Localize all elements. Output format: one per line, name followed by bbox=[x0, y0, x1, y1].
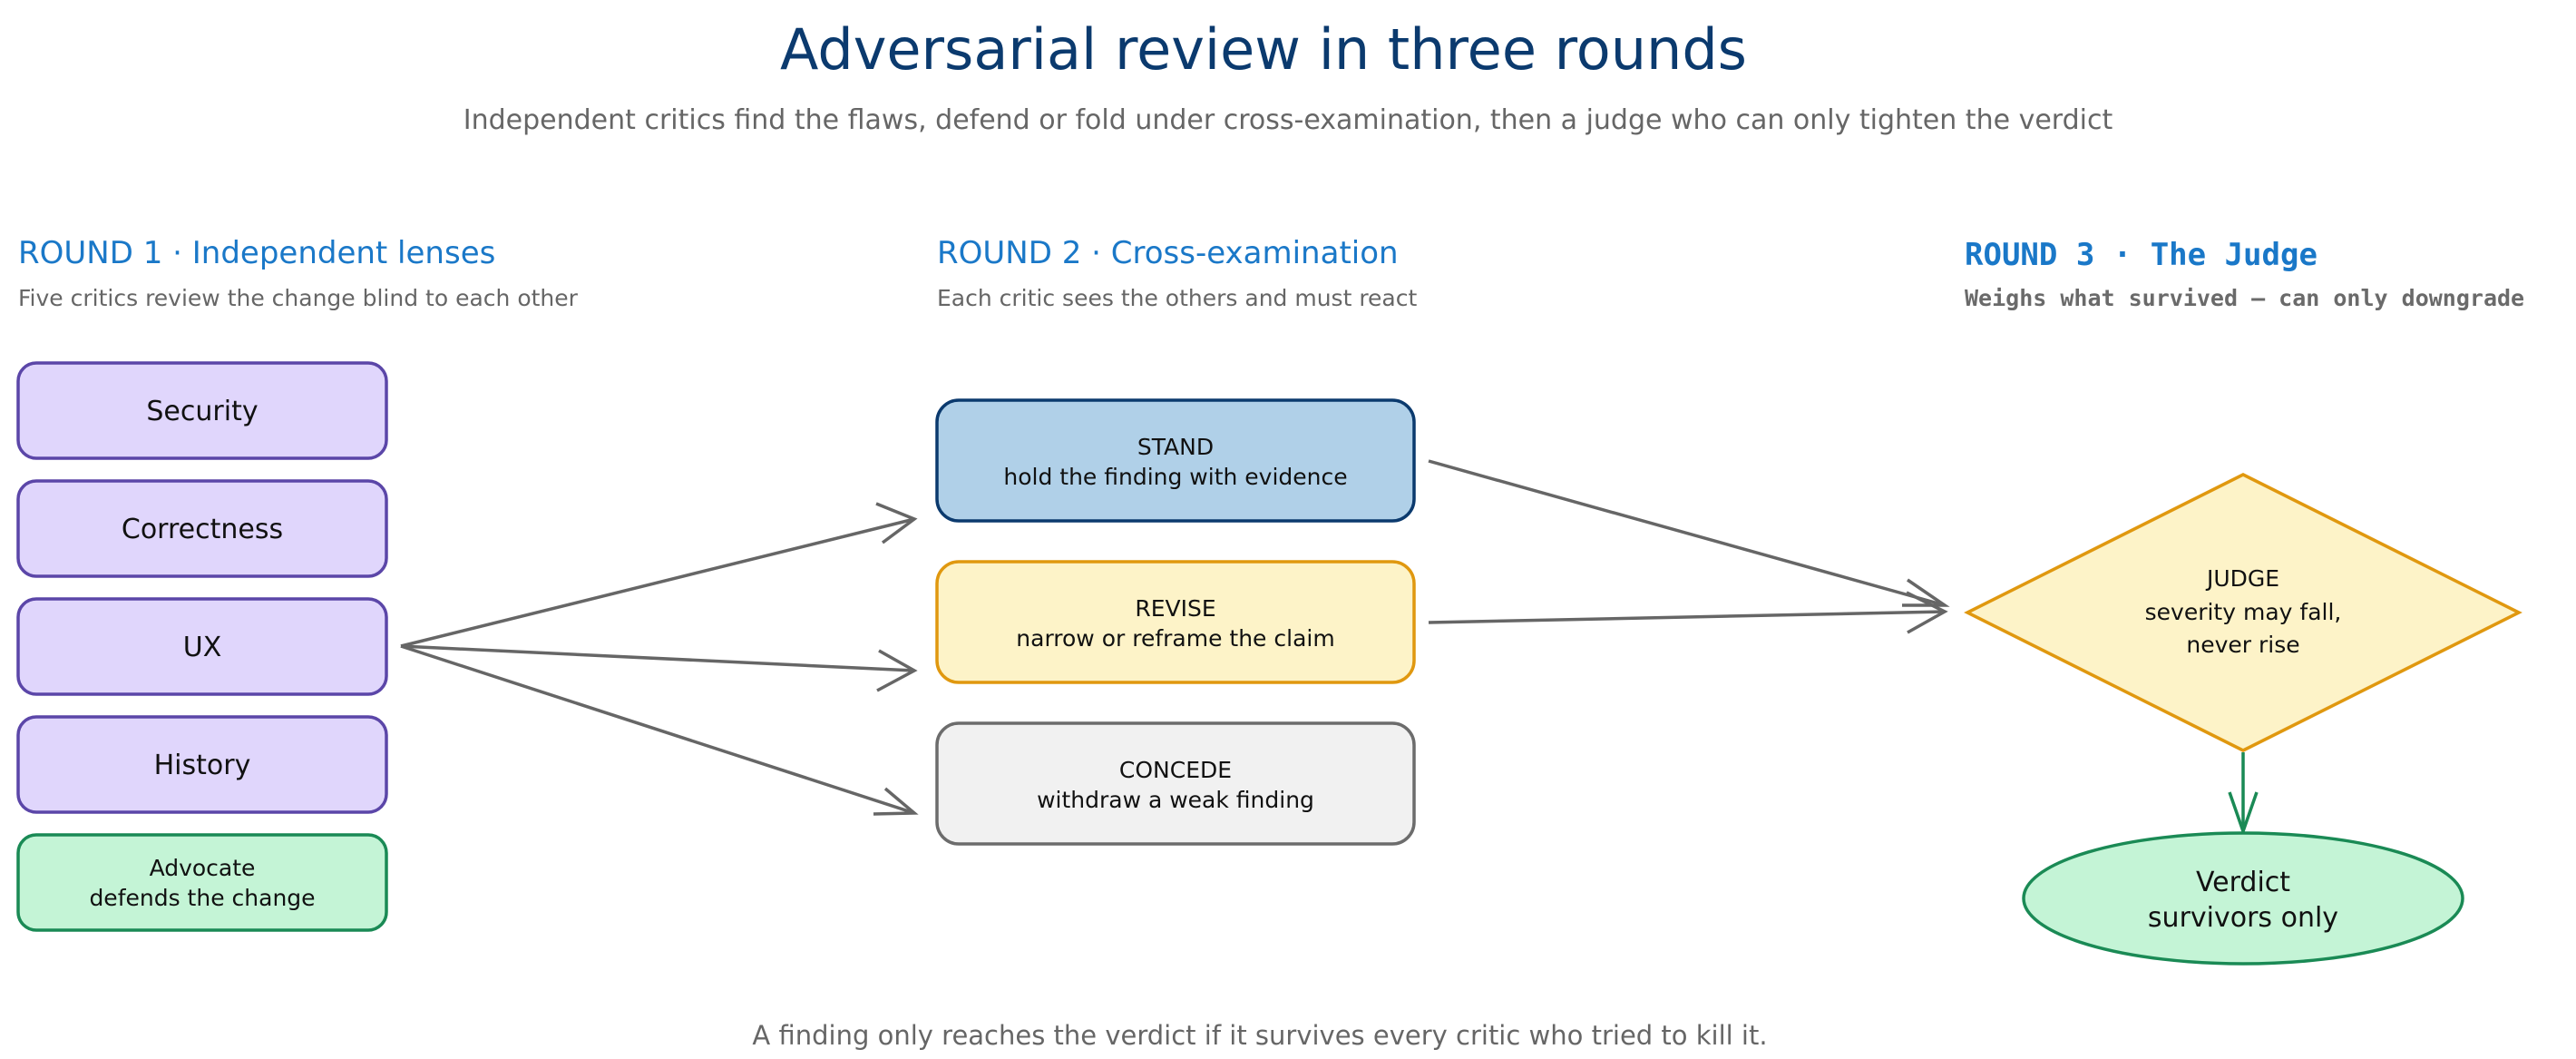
judge-sublabel-1: severity may fall, bbox=[2145, 599, 2342, 625]
stand-box bbox=[935, 398, 1416, 523]
revise-box bbox=[935, 560, 1416, 684]
critic-ux-box bbox=[16, 597, 388, 696]
critic-correctness: Correctness bbox=[16, 479, 388, 578]
critic-history-box bbox=[16, 715, 388, 814]
judge-diamond bbox=[1964, 473, 2522, 752]
connector-revise-to-judge bbox=[1428, 591, 1948, 634]
round-1-heading: ROUND 1 · Independent lenses bbox=[18, 235, 495, 271]
round-2-header: ROUND 2 · Cross-examination Each critic … bbox=[937, 235, 1417, 311]
connector-ux-to-concede bbox=[400, 644, 919, 816]
judge-label: JUDGE bbox=[2205, 565, 2279, 592]
critic-history-label: History bbox=[154, 750, 251, 781]
critic-history: History bbox=[16, 715, 388, 814]
verdict: Verdict survivors only bbox=[2022, 831, 2464, 966]
critic-security: Security bbox=[16, 361, 388, 460]
critic-security-label: Security bbox=[146, 396, 258, 427]
concede-label: CONCEDE bbox=[1119, 757, 1232, 783]
verdict-label: Verdict bbox=[2196, 867, 2290, 898]
round-1-header: ROUND 1 · Independent lenses Five critic… bbox=[18, 235, 579, 311]
stand-label: STAND bbox=[1137, 434, 1214, 460]
advocate: Advocate defends the change bbox=[16, 833, 388, 932]
round-3-heading: ROUND 3 · The Judge bbox=[1965, 237, 2317, 273]
response-revise: REVISE narrow or reframe the claim bbox=[935, 560, 1416, 684]
round-2-description: Each critic sees the others and must rea… bbox=[937, 285, 1417, 311]
round-3-header: ROUND 3 · The Judge Weighs what survived… bbox=[1965, 237, 2524, 311]
judge-sublabel-2: never rise bbox=[2186, 632, 2299, 658]
judge: JUDGE severity may fall, never rise bbox=[1964, 473, 2522, 752]
round-2-heading: ROUND 2 · Cross-examination bbox=[937, 235, 1399, 271]
connector-judge-to-verdict bbox=[2228, 752, 2259, 837]
connector-ux-to-stand bbox=[400, 502, 918, 648]
response-stand: STAND hold the finding with evidence bbox=[935, 398, 1416, 523]
response-concede: CONCEDE withdraw a weak finding bbox=[935, 721, 1416, 846]
stand-sublabel: hold the finding with evidence bbox=[1003, 464, 1347, 490]
verdict-ellipse bbox=[2022, 831, 2464, 966]
round-1-description: Five critics review the change blind to … bbox=[18, 285, 579, 311]
critic-correctness-label: Correctness bbox=[122, 514, 283, 545]
diagram-title: Adversarial review in three rounds bbox=[780, 16, 1747, 83]
critic-ux: UX bbox=[16, 597, 388, 696]
critic-security-box bbox=[16, 361, 388, 460]
connector-stand-to-judge bbox=[1428, 459, 1950, 607]
critic-ux-label: UX bbox=[183, 632, 222, 663]
revise-sublabel: narrow or reframe the claim bbox=[1016, 625, 1334, 652]
concede-sublabel: withdraw a weak finding bbox=[1037, 787, 1314, 813]
advocate-box bbox=[16, 833, 388, 932]
connector-ux-to-revise bbox=[400, 644, 918, 692]
verdict-sublabel: survivors only bbox=[2148, 902, 2338, 934]
critic-correctness-box bbox=[16, 479, 388, 578]
advocate-sublabel: defends the change bbox=[89, 885, 315, 911]
revise-label: REVISE bbox=[1135, 595, 1215, 622]
diagram-subtitle: Independent critics find the flaws, defe… bbox=[463, 104, 2113, 136]
advocate-label: Advocate bbox=[150, 855, 256, 881]
round-3-description: Weighs what survived — can only downgrad… bbox=[1965, 285, 2524, 311]
concede-box bbox=[935, 721, 1416, 846]
diagram-footer: A finding only reaches the verdict if it… bbox=[752, 1020, 1767, 1051]
